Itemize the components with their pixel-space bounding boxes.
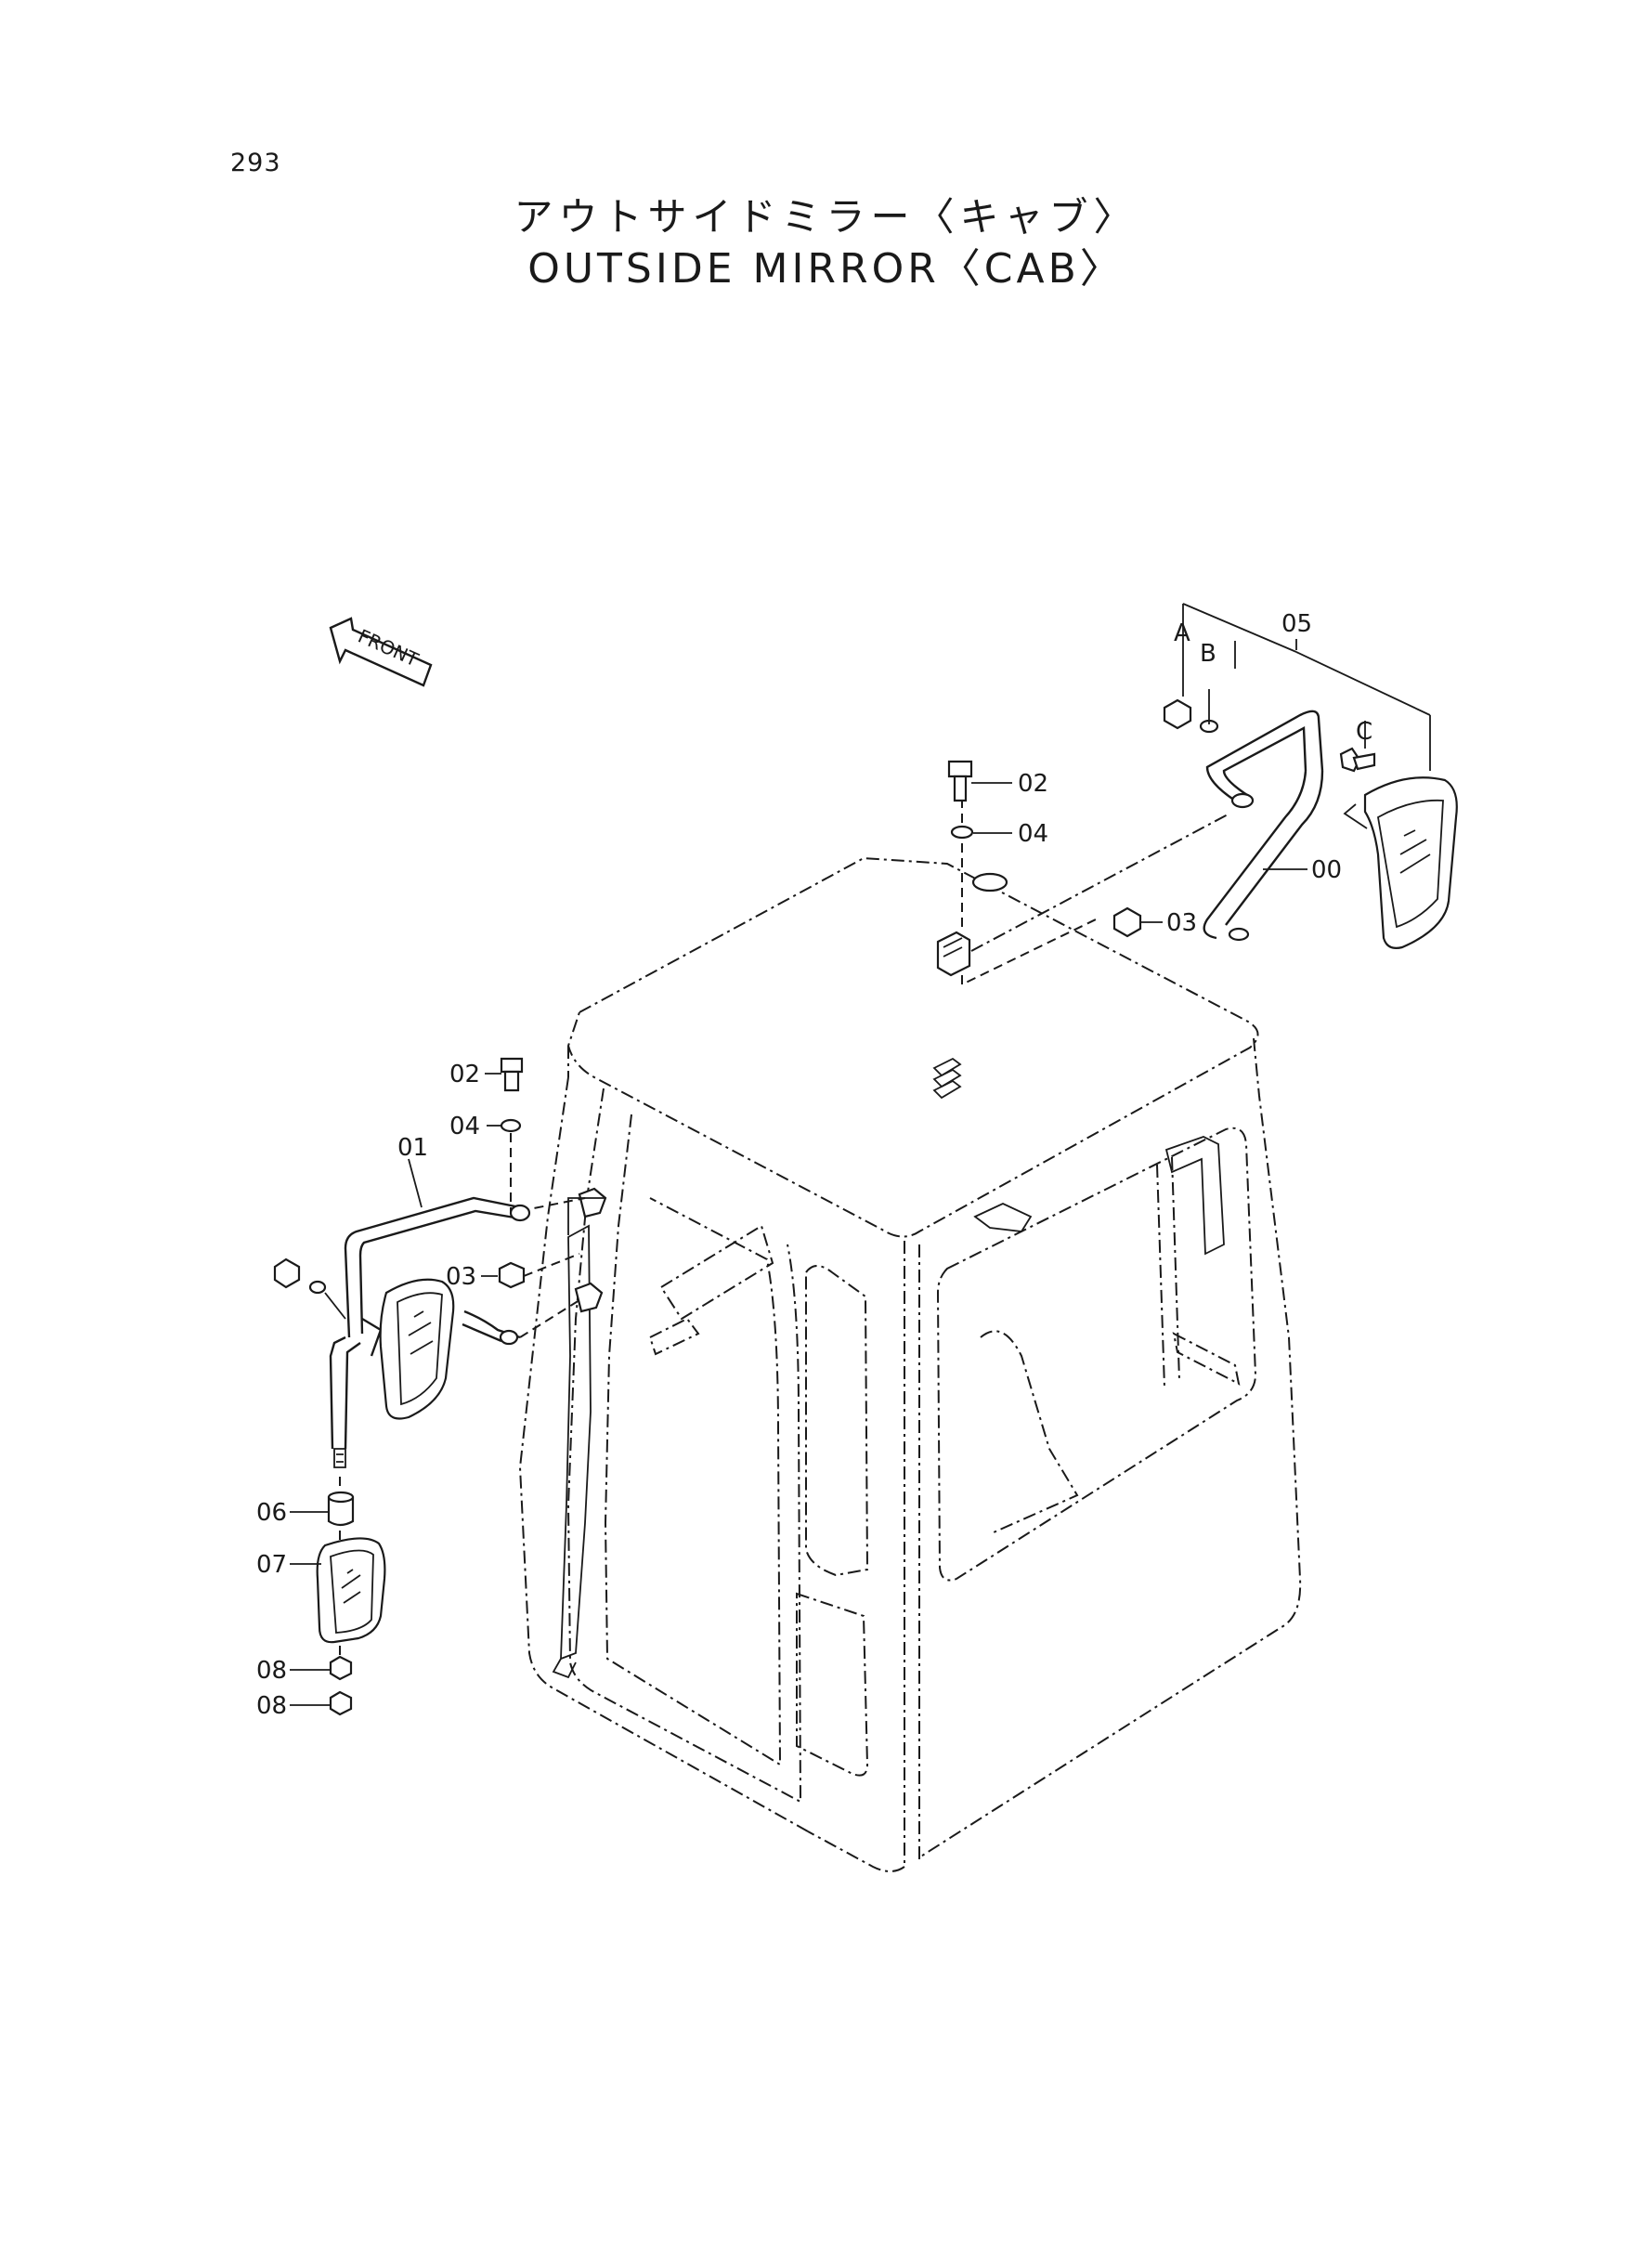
page-number: 293 xyxy=(230,149,281,177)
callout-05: 05 xyxy=(1281,610,1312,638)
front-arrow-label: FRONT xyxy=(355,625,423,671)
callout-a: A xyxy=(1174,619,1190,647)
callout-04-right: 04 xyxy=(1018,820,1048,848)
title-english: OUTSIDE MIRROR〈CAB〉 xyxy=(527,245,1125,293)
right-mirror-assembly xyxy=(936,603,1458,986)
left-mirror-assembly xyxy=(273,1057,607,1716)
callout-03-left: 03 xyxy=(446,1263,476,1291)
callout-labels: 02 04 03 00 05 A B C 02 04 01 03 06 07 0… xyxy=(256,610,1372,1720)
callout-c: C xyxy=(1356,718,1372,746)
callout-01: 01 xyxy=(397,1134,428,1162)
callout-04-left: 04 xyxy=(449,1113,480,1140)
callout-02-right: 02 xyxy=(1018,770,1048,798)
title-japanese: アウトサイドミラー〈キャブ〉 xyxy=(514,194,1138,240)
callout-03-right: 03 xyxy=(1166,909,1197,937)
front-arrow-icon: FRONT xyxy=(329,617,433,687)
callout-b: B xyxy=(1200,640,1216,668)
callout-08-a: 08 xyxy=(256,1657,287,1685)
callout-08-b: 08 xyxy=(256,1692,287,1720)
callout-07: 07 xyxy=(256,1551,287,1579)
callout-06: 06 xyxy=(256,1499,287,1527)
cab-outline xyxy=(518,856,1302,1872)
callout-00: 00 xyxy=(1311,856,1342,884)
callout-02-left: 02 xyxy=(449,1061,480,1088)
